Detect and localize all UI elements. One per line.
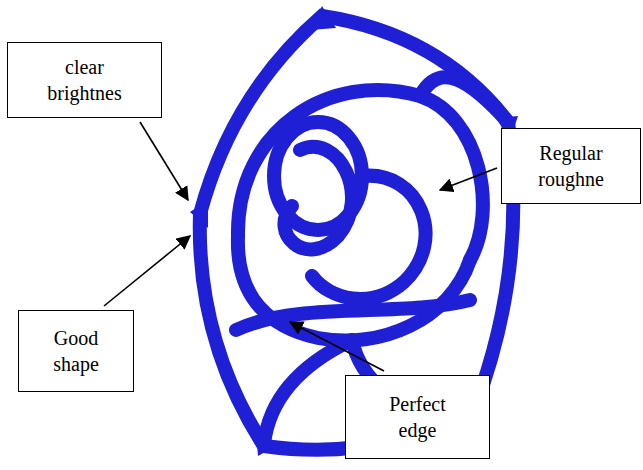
callout-text: clear brightnes [32,54,137,106]
rose-petal [420,77,508,122]
callout-box: Perfect edge [345,375,490,459]
rose-tip [310,6,336,30]
leader-line [140,122,188,200]
rose-tip [256,432,276,456]
leader-line [290,322,384,371]
rose-petal [264,340,352,444]
callout-box: Good shape [18,310,134,392]
rose-tip [190,200,208,228]
rose-swirl [312,176,426,299]
callout-box: Regular roughne [501,128,641,204]
callout-text: Regular roughne [512,140,630,192]
callout-text: Good shape [31,325,121,377]
callout-box: clear brightnes [7,42,162,118]
callout-text: Perfect edge [371,391,464,443]
leader-line [440,168,497,190]
rose-swirl [284,147,352,250]
rose-petal [236,300,470,330]
leader-line [104,236,190,306]
